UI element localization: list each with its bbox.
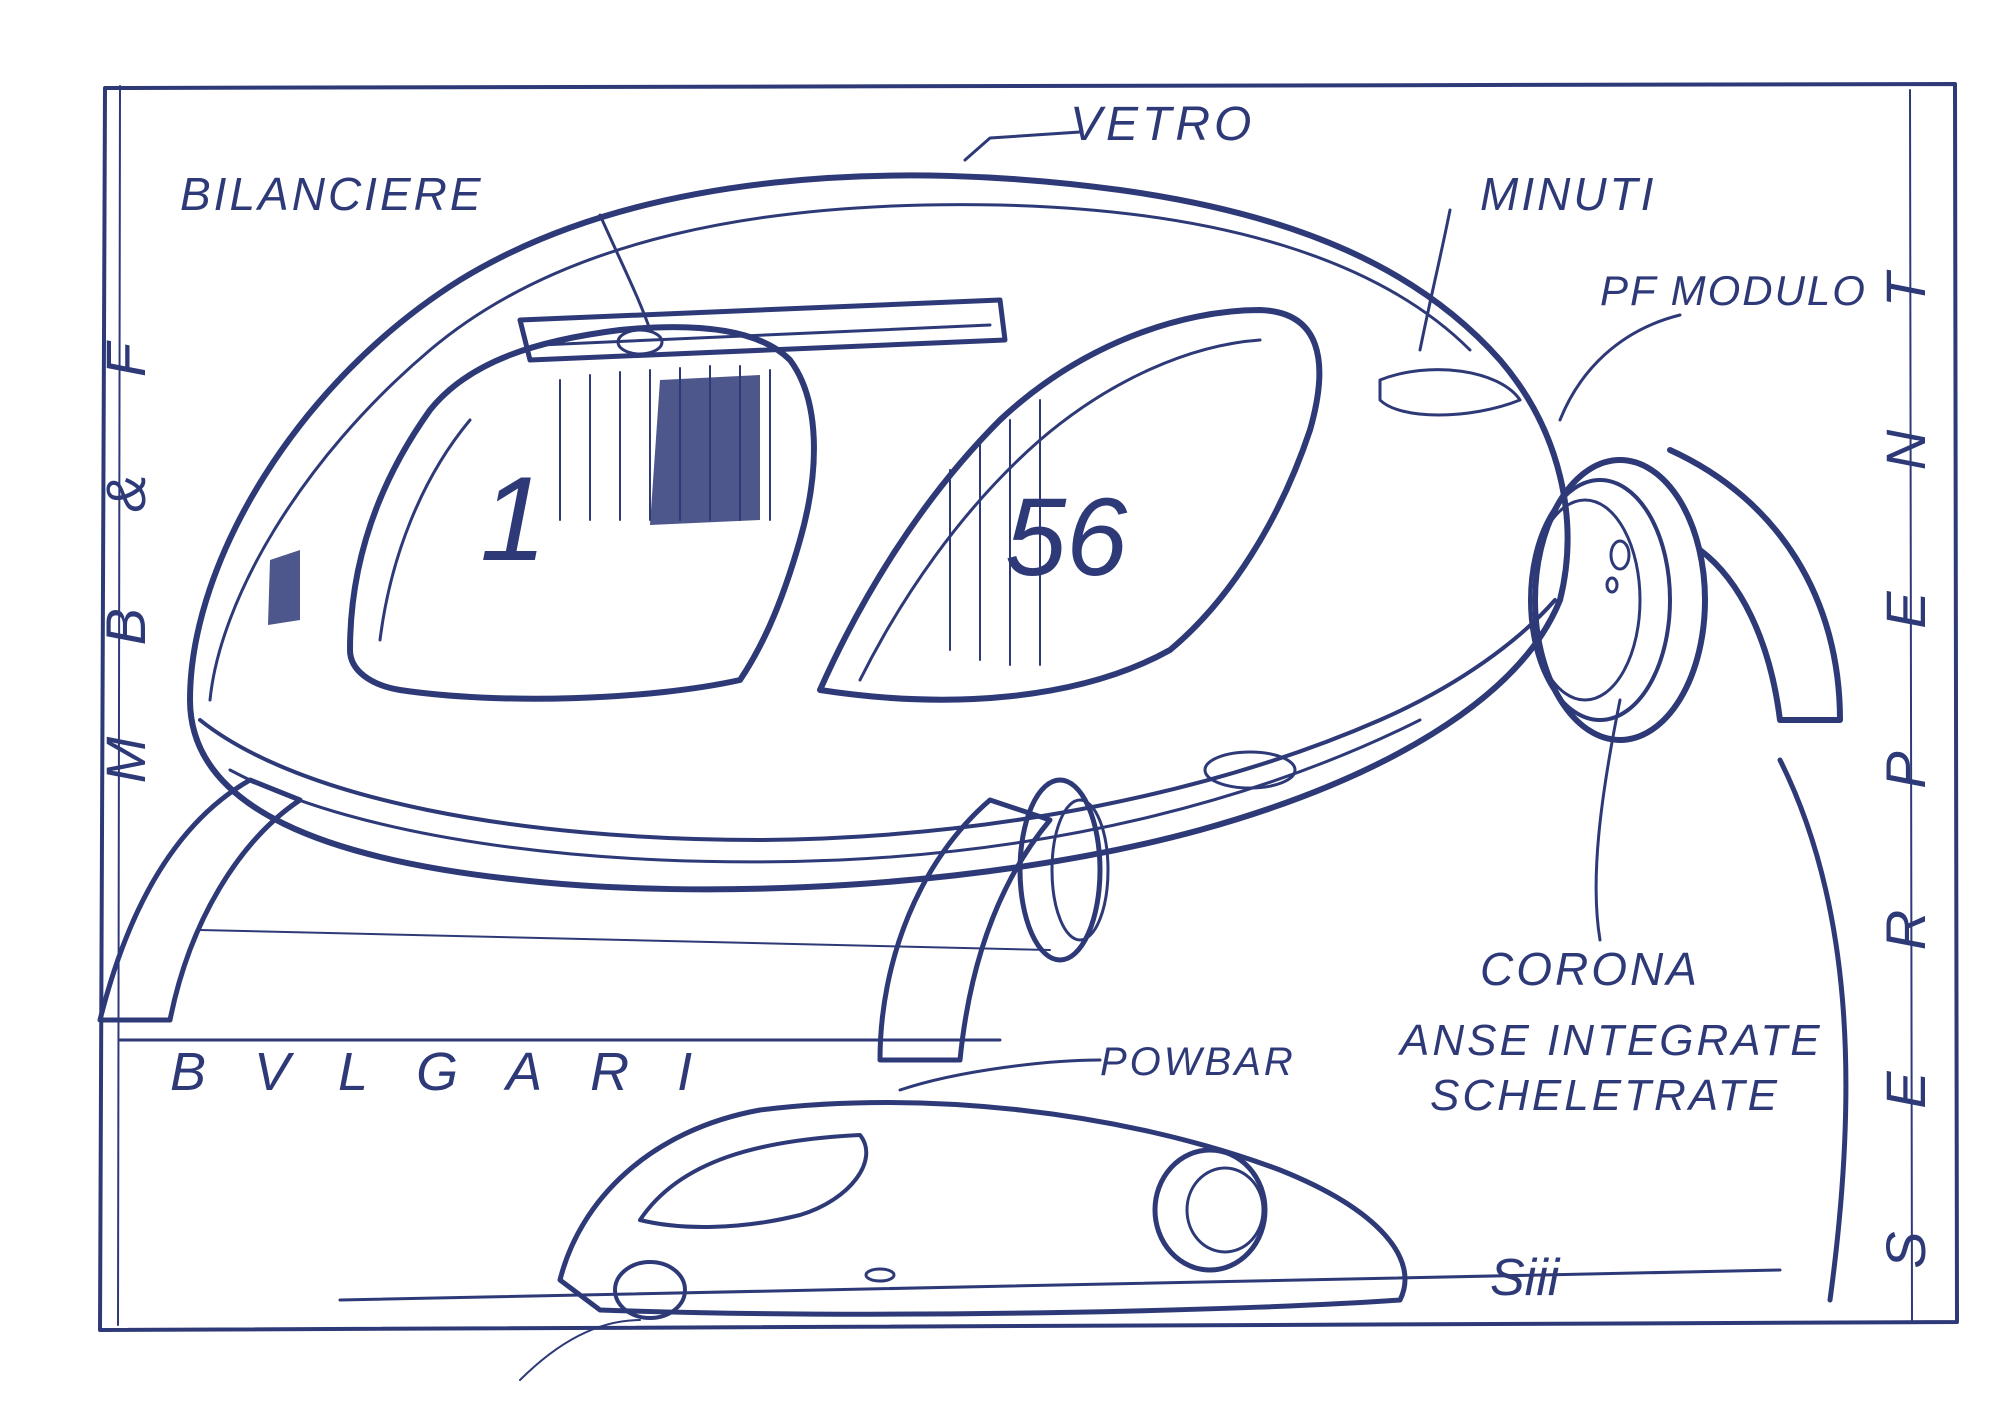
side-view-drawing xyxy=(338,1100,1782,1381)
margin-left-letter: F xyxy=(94,340,157,377)
margin-right-letter: E xyxy=(1874,1071,1937,1109)
margin-right-letter: P xyxy=(1874,751,1937,788)
artist-signature: Siii xyxy=(1490,1249,1561,1307)
sketch-frame xyxy=(98,82,1959,1332)
margin-right-letter: E xyxy=(1874,591,1937,629)
margin-text-left: M B & F xyxy=(94,340,157,783)
annotations: VETRO BILANCIERE MINUTI PF MODULO CORONA… xyxy=(170,98,1867,1307)
label-vetro: VETRO xyxy=(1070,98,1255,151)
label-corona: CORONA xyxy=(1480,943,1700,995)
margin-left-letter: M xyxy=(94,736,157,783)
margin-text-right: S E R P E N T xyxy=(1874,269,1937,1269)
watch-case-drawing xyxy=(97,172,1849,1303)
annotation-leaders xyxy=(598,130,1682,1092)
dial-hour-numeral: 1 xyxy=(480,452,547,586)
margin-right-letter: T xyxy=(1874,269,1937,307)
dial-minute-numeral: 56 xyxy=(1005,476,1128,599)
label-pf-modulo: PF MODULO xyxy=(1600,267,1867,314)
label-power-bar: POWBAR xyxy=(1100,1040,1296,1084)
margin-right-letter: N xyxy=(1874,429,1937,470)
label-anse-line2: SCHELETRATE xyxy=(1430,1071,1780,1120)
margin-right-letter: R xyxy=(1874,910,1937,950)
margin-left-letter: & xyxy=(94,475,157,512)
margin-left-letter: B xyxy=(94,608,157,645)
label-bilanciere: BILANCIERE xyxy=(180,168,484,220)
label-minuti: MINUTI xyxy=(1480,168,1656,220)
label-brand: BVLGARI xyxy=(170,1042,740,1102)
margin-right-letter: S xyxy=(1874,1231,1937,1268)
label-anse-line1: ANSE INTEGRATE xyxy=(1397,1016,1823,1065)
crown-drawing xyxy=(1528,457,1708,743)
